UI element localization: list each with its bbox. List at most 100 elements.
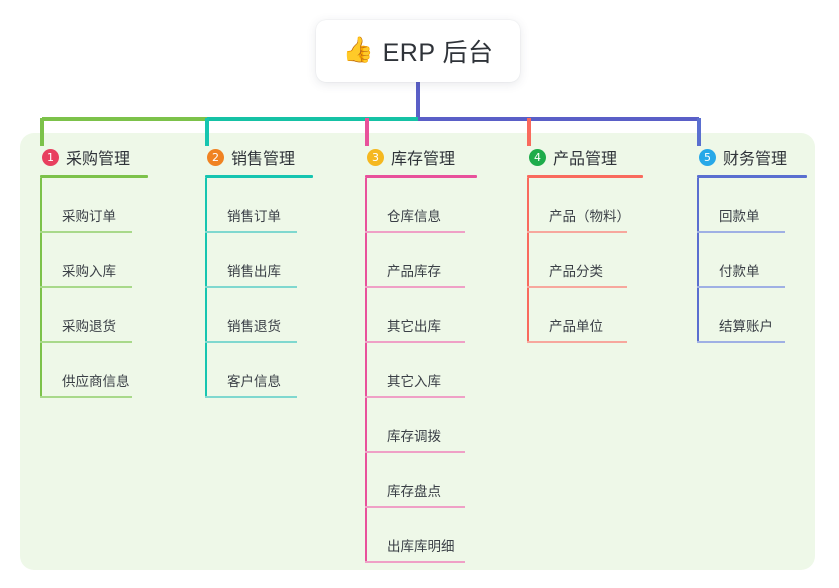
branch-item[interactable]: 产品库存	[365, 233, 477, 288]
branch-item-label: 客户信息	[227, 374, 281, 389]
branch-item-rule	[205, 231, 297, 233]
branch-item-label: 库存调拨	[387, 429, 441, 444]
branch-column-3: 3 库存管理仓库信息产品库存其它出库其它入库库存调拨库存盘点出库库明细	[365, 146, 477, 563]
branch-item[interactable]: 付款单	[697, 233, 807, 288]
branch-item-rule	[527, 286, 627, 288]
branch-item-label: 采购订单	[62, 209, 116, 224]
branch-item-label: 回款单	[719, 209, 760, 224]
branch-item[interactable]: 库存盘点	[365, 453, 477, 508]
branch-header-1[interactable]: 1 采购管理	[40, 146, 148, 168]
branch-number-badge: 4	[529, 148, 546, 166]
branch-item-rule	[365, 341, 465, 343]
branch-header-rule	[40, 175, 148, 178]
branch-header-rule	[697, 175, 807, 178]
branch-item-list: 采购订单采购入库采购退货供应商信息	[40, 178, 148, 398]
branch-item[interactable]: 结算账户	[697, 288, 807, 343]
branch-item-label: 供应商信息	[62, 374, 130, 389]
branch-item-label: 销售出库	[227, 264, 281, 279]
branch-item-rule	[40, 231, 132, 233]
branch-item-rule	[365, 286, 465, 288]
branch-spine	[697, 178, 699, 343]
thumbs-up-icon: 👍	[342, 35, 374, 64]
branch-item-list: 产品（物料） 产品分类产品单位	[527, 178, 643, 343]
branch-item[interactable]: 产品（物料）	[527, 178, 643, 233]
branch-item-rule	[365, 451, 465, 453]
branch-item-rule	[365, 396, 465, 398]
branch-item-label: 销售退货	[227, 319, 281, 334]
branch-item-label: 仓库信息	[387, 209, 441, 224]
branch-item-rule	[697, 286, 785, 288]
branch-header-3[interactable]: 3 库存管理	[365, 146, 477, 168]
branch-item-rule	[40, 341, 132, 343]
branch-item-rule	[205, 341, 297, 343]
branch-item-label: 出库库明细	[387, 539, 455, 554]
branch-item-label: 产品单位	[549, 319, 603, 334]
branch-item-rule	[527, 231, 627, 233]
branch-item[interactable]: 采购退货	[40, 288, 148, 343]
branch-item-label: 采购退货	[62, 319, 116, 334]
branch-item-label: 结算账户	[719, 319, 773, 334]
branch-spine	[527, 178, 529, 343]
branch-item-rule	[40, 286, 132, 288]
branch-item-rule	[365, 506, 465, 508]
branch-item[interactable]: 库存调拨	[365, 398, 477, 453]
branches-panel	[20, 133, 815, 570]
branch-item-label: 付款单	[719, 264, 760, 279]
branch-item-label: 其它入库	[387, 374, 441, 389]
branch-spine	[40, 178, 42, 398]
branch-header-4[interactable]: 4 产品管理	[527, 146, 643, 168]
branch-item-rule	[40, 396, 132, 398]
branch-title: 财务管理	[723, 151, 788, 168]
branch-item-label: 产品分类	[549, 264, 603, 279]
branch-item[interactable]: 出库库明细	[365, 508, 477, 563]
branch-item[interactable]: 仓库信息	[365, 178, 477, 233]
branch-item[interactable]: 产品单位	[527, 288, 643, 343]
branch-title: 销售管理	[231, 151, 296, 168]
branch-item[interactable]: 客户信息	[205, 343, 313, 398]
branch-column-4: 4 产品管理产品（物料） 产品分类产品单位	[527, 146, 643, 343]
branch-title: 库存管理	[391, 151, 456, 168]
root-node-label: ERP 后台	[382, 39, 494, 67]
branch-item[interactable]: 采购订单	[40, 178, 148, 233]
branch-item[interactable]: 销售订单	[205, 178, 313, 233]
branch-item[interactable]: 销售出库	[205, 233, 313, 288]
branch-item[interactable]: 产品分类	[527, 233, 643, 288]
branch-spine	[205, 178, 207, 398]
branch-item-rule	[697, 341, 785, 343]
branch-item[interactable]: 采购入库	[40, 233, 148, 288]
branch-item-rule	[205, 396, 297, 398]
branch-title: 采购管理	[66, 151, 131, 168]
branch-item-list: 销售订单销售出库销售退货客户信息	[205, 178, 313, 398]
branch-item[interactable]: 销售退货	[205, 288, 313, 343]
branch-item-label: 销售订单	[227, 209, 281, 224]
branch-header-5[interactable]: 5 财务管理	[697, 146, 807, 168]
branch-item[interactable]: 供应商信息	[40, 343, 148, 398]
branch-item-list: 回款单付款单结算账户	[697, 178, 807, 343]
branch-item-label: 采购入库	[62, 264, 116, 279]
branch-column-1: 1 采购管理采购订单采购入库采购退货供应商信息	[40, 146, 148, 398]
branch-number-badge: 1	[42, 148, 59, 166]
branch-item-list: 仓库信息产品库存其它出库其它入库库存调拨库存盘点出库库明细	[365, 178, 477, 563]
branch-item-rule	[365, 561, 465, 563]
branch-title: 产品管理	[553, 151, 618, 168]
branch-item[interactable]: 其它出库	[365, 288, 477, 343]
branch-header-rule	[527, 175, 643, 178]
branch-item-label: 产品库存	[387, 264, 441, 279]
branch-item-rule	[205, 286, 297, 288]
branch-item-rule	[527, 341, 627, 343]
branch-number-badge: 5	[699, 148, 716, 166]
branch-item-rule	[365, 231, 465, 233]
branch-column-5: 5 财务管理回款单付款单结算账户	[697, 146, 807, 343]
branch-header-rule	[365, 175, 477, 178]
branch-header-2[interactable]: 2 销售管理	[205, 146, 313, 168]
branch-item-label: 其它出库	[387, 319, 441, 334]
branch-item-label: 库存盘点	[387, 484, 441, 499]
branch-item[interactable]: 其它入库	[365, 343, 477, 398]
branch-item-rule	[697, 231, 785, 233]
branch-number-badge: 3	[367, 148, 384, 166]
root-node[interactable]: 👍 ERP 后台	[316, 20, 520, 82]
branch-spine	[365, 178, 367, 563]
branch-item[interactable]: 回款单	[697, 178, 807, 233]
branch-number-badge: 2	[207, 148, 224, 166]
